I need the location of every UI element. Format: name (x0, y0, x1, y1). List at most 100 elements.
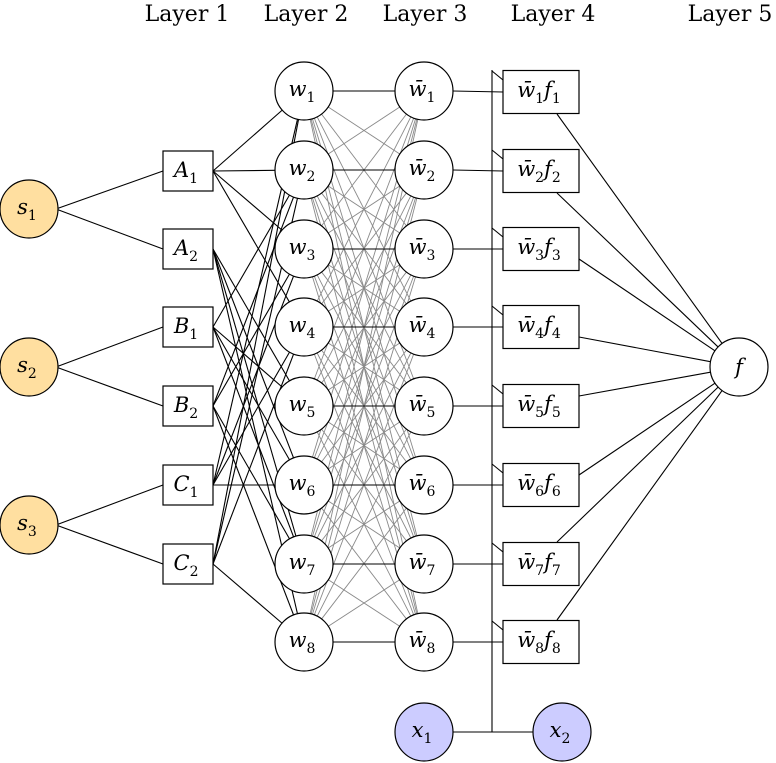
layer4-label-1-base: w̄ (517, 78, 535, 102)
layer4-label-3-sub: 3 (535, 248, 544, 264)
layer4-label-1: w̄1f1 (517, 78, 561, 107)
layer3-node-4 (394, 297, 454, 357)
edge-l1-3-to-l2-2 (212, 194, 290, 328)
edge-l4-5-to-output (578, 371, 711, 397)
layer4-node-2 (502, 148, 580, 194)
layer-header-5: Layer 5 (688, 2, 773, 27)
layer2-label-5: w5 (289, 392, 316, 421)
layer1-label-5: C1 (174, 472, 199, 501)
layer3-node-6 (394, 455, 454, 515)
layer2-label-7: w7 (289, 550, 316, 579)
layer2-label-2: w2 (289, 156, 316, 185)
layer3-label-5: w̄5 (409, 392, 436, 421)
layer1-node-6 (162, 543, 214, 585)
edge-source-2-to-l1-4 (55, 366, 164, 407)
input-label-2-sub: 2 (561, 731, 570, 747)
layer4-label-3: w̄3f3 (517, 235, 561, 264)
layer2-node-8 (274, 612, 334, 672)
layer3-label-1: w̄1 (409, 77, 436, 106)
layer4-node-4 (502, 304, 580, 350)
layer2-label-5-sub: 5 (307, 405, 316, 421)
layer2-node-7 (274, 534, 334, 594)
layer4-label-1-sub: 1 (535, 91, 544, 107)
layer4-label-3-base: w̄ (517, 235, 535, 259)
layer4-label-8-sub: 8 (535, 641, 544, 657)
layer4-label-2-sub2: 2 (552, 170, 561, 186)
layer-header-4: Layer 4 (511, 2, 596, 27)
layer4-label-6-base2: f (542, 471, 555, 495)
layer4-label-3-base2: f (542, 235, 555, 259)
layer2-label-4: w4 (289, 313, 316, 342)
edge-l1-4-to-l2-3 (212, 273, 290, 407)
layer4-label-3-sub2: 3 (552, 248, 561, 264)
layer2-label-1-base: w (289, 77, 307, 101)
layer4-label-6-base: w̄ (517, 471, 535, 495)
edge-bus-to-l4-3 (491, 227, 504, 238)
edge-l4-6-to-output (578, 382, 716, 476)
edge-l1-1-to-l2-1 (212, 109, 283, 172)
layer4-label-4-sub: 4 (535, 326, 544, 342)
edge-l4-3-to-output (578, 258, 716, 352)
input-label-1-sub: 1 (423, 731, 432, 747)
layer3-label-8-base: w̄ (409, 628, 427, 652)
layer2-label-3: w3 (289, 235, 316, 264)
edges (55, 70, 723, 733)
input-node-2 (532, 702, 592, 762)
layer3-label-6-base: w̄ (409, 471, 427, 495)
layer2-label-6: w6 (289, 471, 316, 500)
cross-edge-l2-2-to-l3-1 (327, 106, 401, 155)
source-node-2 (0, 337, 59, 397)
edge-l4-1-to-output (556, 113, 723, 344)
layer3-label-1-base: w̄ (409, 77, 427, 101)
edge-l1-5-to-l2-4 (212, 351, 291, 486)
layer4-label-6-sub2: 6 (552, 484, 561, 500)
edge-source-3-to-l1-6 (55, 524, 164, 565)
edge-l1-3-to-l2-5 (212, 326, 283, 388)
edge-l4-2-to-output (556, 192, 719, 348)
layer4-label-2-sub: 2 (535, 170, 544, 186)
layer3-node-3 (394, 219, 454, 279)
layer3-label-6: w̄6 (409, 471, 436, 500)
layer4-label-5-base: w̄ (517, 392, 535, 416)
layer1-label-4-base: B (173, 393, 189, 417)
edge-l4-8-to-output (556, 390, 723, 621)
layer2-label-6-sub: 6 (307, 484, 316, 500)
layer1-node-3 (162, 306, 214, 348)
layer1-node-1 (162, 150, 214, 192)
layer2-node-1 (274, 61, 334, 121)
layer2-node-6 (274, 455, 334, 515)
layer2-label-5-base: w (289, 392, 307, 416)
layer2-label-4-base: w (289, 313, 307, 337)
layer4-label-8: w̄8f8 (517, 628, 561, 657)
layer2-label-3-base: w (289, 235, 307, 259)
layer3-label-4: w̄4 (409, 313, 436, 342)
source-label-2-sub: 2 (28, 366, 37, 382)
layer3-node-1 (394, 61, 454, 121)
layer4-node-6 (502, 462, 580, 508)
layer2-label-2-sub: 2 (307, 169, 316, 185)
layer4-label-5-sub2: 5 (552, 405, 561, 421)
layer4-label-5: w̄5f5 (517, 392, 561, 421)
layer4-label-5-base2: f (542, 392, 555, 416)
edge-bus-to-l4-4 (491, 305, 504, 316)
layer2-label-1-sub: 1 (307, 90, 316, 106)
layer4-label-7-sub: 7 (535, 563, 544, 579)
edge-l1-1-to-l2-2 (212, 169, 276, 172)
layer3-label-8-sub: 8 (427, 641, 436, 657)
layer3-label-3: w̄3 (409, 235, 436, 264)
edge-bus-to-l4-5 (491, 384, 504, 395)
source-label-1-base: s (17, 195, 28, 219)
cross-edge-l2-4-to-l3-1 (316, 116, 412, 302)
layer3-label-2-sub: 2 (427, 169, 436, 185)
layer4-label-1-base2: f (542, 78, 555, 102)
input-node-1 (394, 702, 454, 762)
layer2-node-3 (274, 219, 334, 279)
layer3-label-8: w̄8 (409, 628, 436, 657)
layer1-label-6-sub: 2 (190, 564, 199, 580)
source-label-1-sub: 1 (28, 208, 37, 224)
layer4-label-5-sub: 5 (535, 405, 544, 421)
input-label-1: x1 (412, 718, 433, 747)
output-label: f (733, 355, 746, 379)
layer1-label-5-base: C (174, 472, 190, 496)
